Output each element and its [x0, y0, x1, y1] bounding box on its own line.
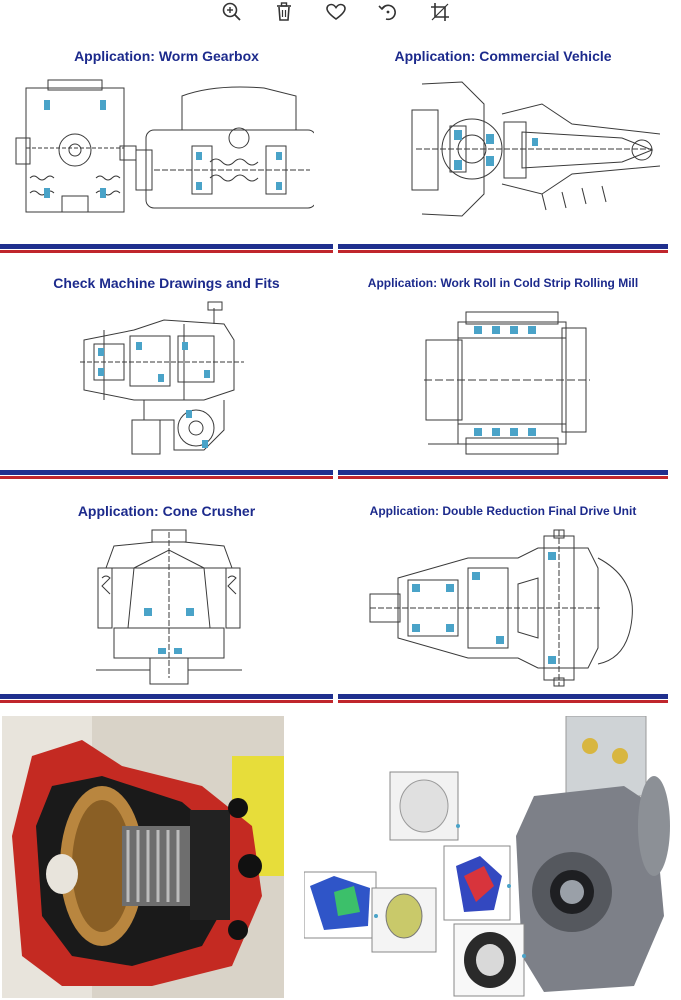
slide-divider [338, 244, 668, 254]
slide-title: Application: Worm Gearbox [74, 48, 259, 64]
crop-icon[interactable] [429, 1, 451, 23]
slide-divider [338, 470, 668, 480]
slide-worm-gearbox[interactable]: Application: Worm Gearbox [0, 38, 333, 258]
slide-commercial-vehicle[interactable]: Application: Commercial Vehicle [338, 38, 668, 258]
cone-crusher-drawing [94, 528, 244, 686]
slide-divider [0, 694, 333, 704]
machine-drawing [74, 300, 256, 464]
slide-work-roll[interactable]: Application: Work Roll in Cold Strip Rol… [338, 264, 668, 484]
work-roll-drawing [422, 308, 592, 462]
slide-check-machine-drawings[interactable]: Check Machine Drawings and Fits [0, 264, 333, 484]
double-reduction-drawing [368, 528, 638, 688]
slide-title: Check Machine Drawings and Fits [53, 275, 280, 291]
slide-divider [338, 694, 668, 704]
heart-icon[interactable] [325, 1, 347, 23]
slide-double-reduction[interactable]: Application: Double Reduction Final Driv… [338, 492, 668, 712]
simulation-collage-image[interactable] [304, 716, 674, 998]
slide-title: Application: Work Roll in Cold Strip Rol… [367, 276, 639, 290]
image-toolbar [0, 0, 681, 26]
slide-title: Application: Commercial Vehicle [394, 48, 612, 64]
slide-title: Application: Double Reduction Final Driv… [369, 504, 637, 518]
slide-cone-crusher[interactable]: Application: Cone Crusher [0, 492, 333, 712]
worm-gearbox-drawing [14, 78, 314, 220]
commercial-vehicle-drawing [402, 74, 660, 224]
rotate-icon[interactable] [377, 1, 399, 23]
cutaway-gearbox-photo[interactable] [2, 716, 284, 998]
trash-icon[interactable] [273, 1, 295, 23]
slide-divider [0, 470, 333, 480]
slide-title: Application: Cone Crusher [77, 503, 256, 519]
zoom-in-icon[interactable] [221, 1, 243, 23]
slide-divider [0, 244, 333, 254]
